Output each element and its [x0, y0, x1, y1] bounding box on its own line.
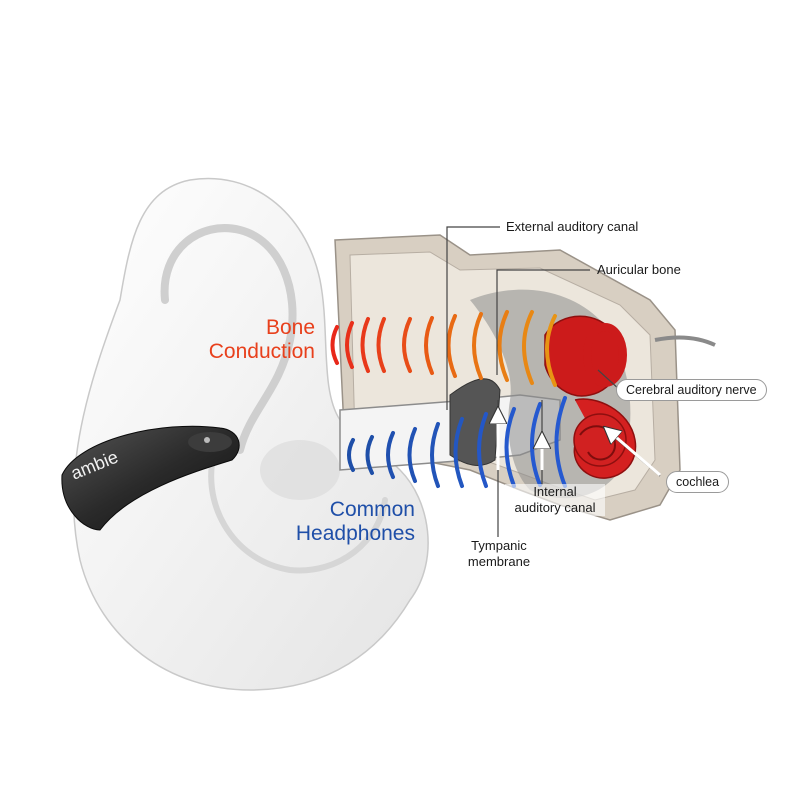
auricular-bone-label: Auricular bone: [597, 262, 681, 277]
outer-ear: [72, 177, 429, 691]
internal-auditory-canal-line2: auditory canal: [514, 500, 596, 515]
internal-auditory-canal-label: Internal auditory canal: [505, 484, 605, 516]
external-auditory-canal-label: External auditory canal: [506, 219, 639, 234]
tympanic-membrane-line1: Tympanic: [471, 538, 527, 553]
pointer-arrows: [498, 415, 661, 477]
bone-conduction-label: Bone Conduction: [185, 316, 315, 364]
cochlea-label: cochlea: [666, 471, 730, 493]
common-headphones-line1: Common: [329, 498, 415, 521]
bone-conduction-waves: [330, 310, 557, 387]
tympanic-membrane-label: Tympanic membrane: [452, 538, 546, 570]
bone-conduction-line1: Bone: [265, 316, 315, 339]
bone-conduction-line2: Conduction: [208, 340, 315, 363]
common-headphones-label: Common Headphones: [270, 498, 415, 546]
tympanic-membrane-line2: membrane: [467, 554, 531, 569]
common-headphones-line2: Headphones: [295, 522, 415, 545]
common-headphone-waves: [347, 396, 567, 488]
internal-auditory-canal-line1: Internal: [533, 484, 577, 499]
ambie-earcuff: [61, 425, 240, 531]
cerebral-auditory-nerve-label: Cerebral auditory nerve: [616, 379, 767, 401]
